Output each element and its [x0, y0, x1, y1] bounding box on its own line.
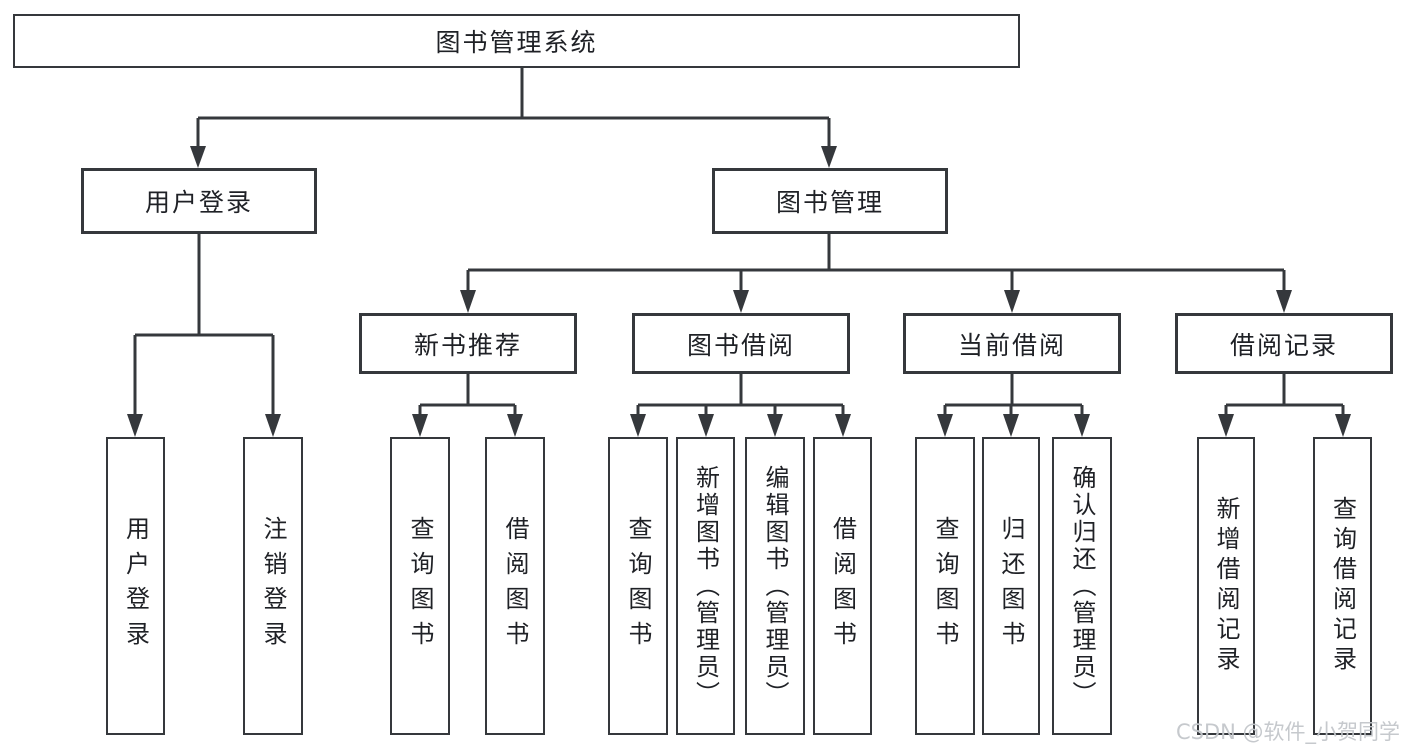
leaf-logout: 注销登录	[243, 437, 303, 735]
leaf-user-login-label: 用户登录	[121, 516, 150, 656]
leaf-query-borrow-record: 查询借阅记录	[1313, 437, 1372, 735]
leaf-current-query-books: 查询图书	[915, 437, 975, 735]
leaf-borrow-query-books-label: 查询图书	[624, 516, 652, 656]
connector-new-book-recommend-to-children	[412, 373, 523, 437]
connector-current-borrow-to-children	[937, 373, 1090, 437]
node-current-borrow-label: 当前借阅	[957, 330, 1066, 360]
node-new-book-recommend-label: 新书推荐	[413, 330, 522, 360]
leaf-query-borrow-record-label: 查询借阅记录	[1328, 496, 1357, 676]
node-borrow-records: 借阅记录	[1175, 313, 1393, 374]
leaf-logout-label: 注销登录	[259, 516, 287, 656]
node-new-book-recommend: 新书推荐	[359, 313, 577, 374]
connector-borrow-records-to-children	[1218, 373, 1351, 437]
leaf-borrow-query-books: 查询图书	[608, 437, 668, 735]
node-borrow-records-label: 借阅记录	[1229, 330, 1338, 360]
leaf-add-borrow-record: 新增借阅记录	[1197, 437, 1255, 735]
leaf-add-books-admin: 新增图书（管理员）	[676, 437, 735, 735]
node-root-label: 图书管理系统	[435, 28, 598, 57]
connector-book-borrow-to-children	[630, 373, 851, 437]
node-book-management: 图书管理	[712, 168, 948, 234]
connector-root-to-level2	[190, 67, 837, 168]
leaf-borrow-books: 借阅图书	[813, 437, 872, 735]
node-book-borrow: 图书借阅	[632, 313, 850, 374]
node-book-borrow-label: 图书借阅	[686, 330, 795, 360]
leaf-confirm-return-admin-label: 确认归还（管理员）	[1068, 464, 1096, 708]
csdn-watermark: CSDN @软件_小贺同学	[1176, 720, 1401, 744]
leaf-recommend-borrow-books: 借阅图书	[485, 437, 545, 735]
connector-user-login-to-children	[127, 233, 281, 437]
leaf-edit-books-admin-label: 编辑图书（管理员）	[761, 464, 789, 708]
node-current-borrow: 当前借阅	[903, 313, 1121, 374]
leaf-return-books: 归还图书	[982, 437, 1040, 735]
leaf-recommend-borrow-books-label: 借阅图书	[501, 516, 529, 656]
leaf-edit-books-admin: 编辑图书（管理员）	[745, 437, 805, 735]
leaf-current-query-books-label: 查询图书	[931, 516, 959, 656]
node-user-login-label: 用户登录	[144, 188, 253, 217]
leaf-add-borrow-record-label: 新增借阅记录	[1212, 496, 1240, 676]
node-user-login: 用户登录	[81, 168, 317, 234]
leaf-add-books-admin-label: 新增图书（管理员）	[691, 464, 720, 708]
leaf-recommend-query-books: 查询图书	[390, 437, 450, 735]
leaf-user-login: 用户登录	[106, 437, 165, 735]
leaf-return-books-label: 归还图书	[997, 516, 1025, 656]
node-root: 图书管理系统	[13, 14, 1020, 68]
leaf-confirm-return-admin: 确认归还（管理员）	[1052, 437, 1112, 735]
node-book-management-label: 图书管理	[775, 188, 884, 217]
leaf-borrow-books-label: 借阅图书	[828, 516, 857, 656]
leaf-recommend-query-books-label: 查询图书	[406, 516, 434, 656]
connector-book-management-to-sections	[460, 233, 1292, 313]
